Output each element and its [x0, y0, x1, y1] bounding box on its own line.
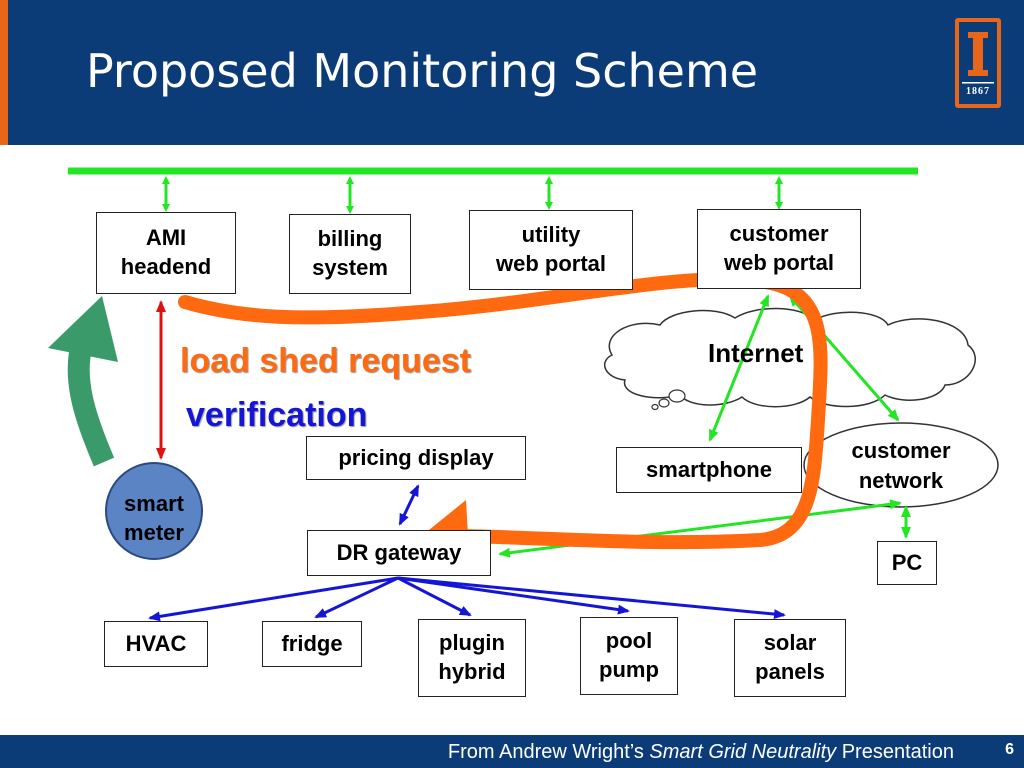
solar-panels-box: solar panels — [734, 619, 846, 697]
customer-network-label: customer network — [851, 438, 951, 493]
link-dr-pool-pump — [397, 576, 630, 615]
fridge-box: fridge — [262, 621, 362, 667]
smartphone-box: smartphone — [616, 447, 802, 493]
link-dr-plugin-hybrid — [397, 576, 472, 617]
university-logo: 1867 — [955, 18, 1001, 108]
utility-web-portal-box: utility web portal — [469, 210, 633, 290]
dr-gateway-box: DR gateway — [307, 530, 491, 576]
footer-italic-title: Smart Grid Neutrality — [649, 741, 837, 763]
logo-year: 1867 — [966, 86, 990, 97]
plugin-hybrid-box: plugin hybrid — [418, 619, 526, 697]
footer-prefix: From Andrew Wright’s — [447, 741, 650, 763]
verification-label: verification — [186, 396, 368, 434]
slide-header: Proposed Monitoring Scheme 1867 — [0, 0, 1024, 145]
billing-system-box: billing system — [289, 214, 411, 294]
verification-arrow — [48, 296, 118, 467]
pool-pump-box: pool pump — [580, 617, 678, 695]
link-dr-fridge — [314, 576, 399, 619]
footer-credit: From Andrew Wright’s Smart Grid Neutrali… — [448, 741, 954, 764]
link-pricing-dr-gateway — [398, 484, 420, 526]
hvac-box: HVAC — [104, 621, 208, 667]
pc-box: PC — [877, 541, 937, 585]
ami-headend-box: AMI headend — [96, 212, 236, 294]
logo-column-icon — [962, 32, 994, 84]
link-portal-smartphone — [708, 294, 770, 442]
smart-meter-label: smart meter — [124, 491, 184, 545]
internet-label: Internet — [708, 338, 804, 368]
logo-shield: 1867 — [959, 22, 997, 104]
header-accent-bar — [0, 0, 8, 145]
load-shed-request-label: load shed request — [180, 342, 471, 380]
footer-suffix: Presentation — [836, 741, 954, 763]
link-dr-solar-panels — [397, 576, 786, 620]
customer-web-portal-box: customer web portal — [697, 209, 861, 289]
smart-meter-circle — [105, 462, 203, 560]
pricing-display-box: pricing display — [306, 436, 526, 480]
page-number: 6 — [1005, 741, 1014, 758]
link-dr-hvac — [148, 576, 399, 622]
slide-title: Proposed Monitoring Scheme — [86, 44, 759, 98]
slide-footer: From Andrew Wright’s Smart Grid Neutrali… — [0, 735, 1024, 768]
